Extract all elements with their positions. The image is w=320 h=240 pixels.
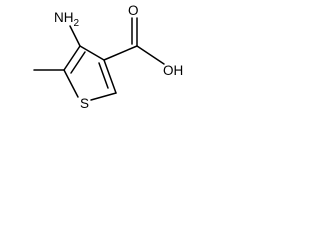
structure-diagram: NH2 S O OH [33,3,183,111]
hydroxyl-label: OH [163,63,183,78]
bond-c3-c4 [79,45,105,61]
bond-c5-s [63,69,79,98]
bond-s-c2 [90,92,117,101]
bond-c4-c5-inner [70,51,86,74]
bond-c-oh [136,45,165,65]
carbonyl-oxygen-label: O [128,3,139,18]
bond-c2-c3 [103,59,117,94]
bond-c4-c5 [63,45,81,71]
bond-c2-c3-inner [98,62,109,89]
bond-c4-n [69,25,81,47]
sulfur-label: S [80,96,89,111]
bond-c3-carboxyl [103,45,138,61]
amine-label: NH2 [54,10,80,29]
